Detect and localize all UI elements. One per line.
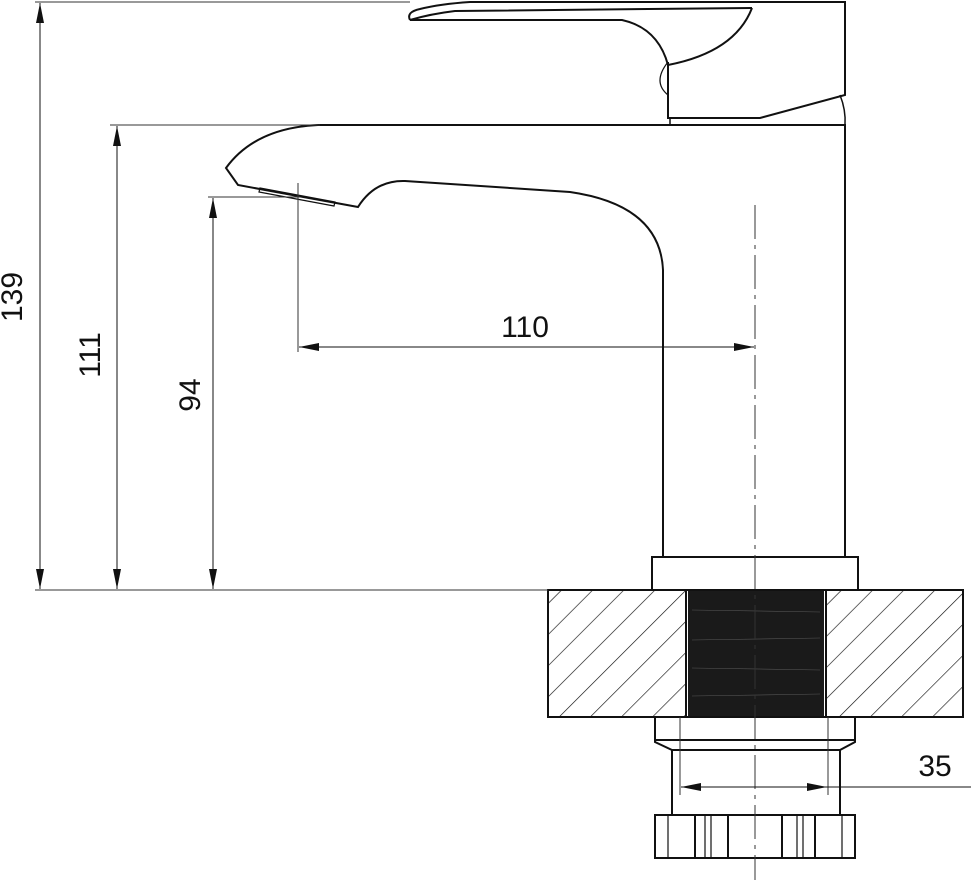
threaded-shank	[688, 591, 824, 716]
handle-lever	[408, 0, 846, 126]
dimension-label-110: 110	[501, 311, 549, 344]
dimension-label-94: 94	[174, 378, 207, 411]
dimension-label-111: 111	[74, 332, 107, 378]
dimension-lines	[36, 3, 971, 791]
faucet-body	[224, 124, 859, 591]
dimension-label-139: 139	[0, 272, 29, 322]
dimension-label-35: 35	[918, 750, 951, 783]
fixing-nut	[654, 716, 856, 859]
extension-lines	[35, 1, 829, 795]
countertop-section	[547, 589, 964, 718]
